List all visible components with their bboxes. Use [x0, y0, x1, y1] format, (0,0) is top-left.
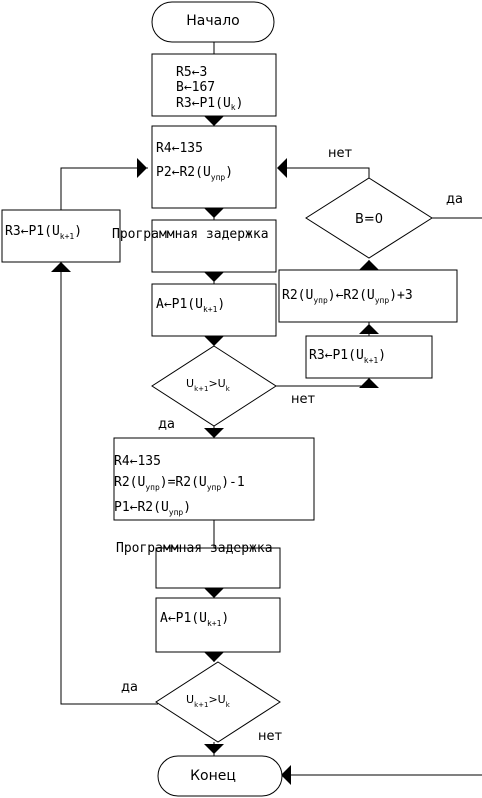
decrement-line-2: R2(Uупр)=R2(Uупр)-1: [114, 475, 245, 492]
compare-label-1: Uk+1>Uk: [186, 377, 231, 393]
arrowhead-down: [204, 652, 224, 662]
start-label: Начало: [186, 13, 239, 29]
decrement-block: [113, 437, 315, 521]
left-r3-block: [1, 209, 121, 263]
loop-connector: [60, 262, 158, 705]
delay-block-2: [155, 547, 281, 589]
b-zero-decision: [305, 177, 433, 259]
set-p2-line-1: R4←135: [156, 141, 203, 156]
b-zero-no: нет: [328, 146, 352, 161]
read-a-label-2: A←P1(Uk+1): [160, 611, 229, 628]
right-r3-label: R3←P1(Uk+1): [309, 348, 386, 365]
compare-2-no: нет: [258, 729, 282, 744]
right-r3-block: [305, 335, 433, 379]
arrowhead-right: [137, 158, 147, 178]
decrement-line-1: R4←135: [114, 454, 161, 469]
compare-1-yes: да: [158, 417, 175, 432]
arrowhead-left: [277, 158, 287, 178]
init-line-3: R3←P1(Uk): [176, 96, 243, 112]
inc-r2-block: [278, 269, 458, 323]
set-p2-line-2: P2←R2(Uупр): [156, 165, 233, 182]
arrowhead-down: [204, 116, 224, 126]
start-terminator: [151, 1, 275, 43]
arrowhead-up: [51, 262, 71, 272]
end-label: Конец: [190, 768, 236, 784]
compare-decision-1: [151, 345, 277, 427]
arrowhead-down: [204, 336, 224, 346]
loop-connector: [60, 167, 148, 210]
compare-2-yes: да: [121, 680, 138, 695]
left-r3-label: R3←P1(Uk+1): [5, 224, 82, 241]
b-zero-label: B=0: [355, 212, 383, 227]
end-terminator: [157, 755, 283, 797]
arrowhead-up: [359, 324, 379, 334]
arrowhead-down: [204, 744, 224, 754]
init-block: [151, 53, 277, 117]
read-a-block-2: [155, 597, 281, 653]
delay-block-1: [151, 219, 277, 273]
init-line-1: R5←3: [176, 65, 207, 80]
arrowhead-down: [204, 208, 224, 218]
arrowhead-left: [281, 765, 291, 785]
read-a-block-1: [151, 283, 277, 337]
init-line-2: B←167: [176, 80, 215, 95]
branch-connector: [286, 167, 370, 178]
arrowhead-down: [204, 588, 224, 598]
inc-r2-label: R2(Uупр)←R2(Uупр)+3: [282, 288, 413, 305]
compare-label-2: Uk+1>Uk: [186, 693, 231, 709]
arrowhead-up: [359, 260, 379, 270]
set-p2-block: [151, 125, 277, 209]
b-zero-yes: да: [446, 192, 463, 207]
branch-connector: [276, 378, 370, 387]
compare-1-no: нет: [291, 392, 315, 407]
arrowhead-down: [204, 428, 224, 438]
arrowhead-down: [204, 272, 224, 282]
arrowhead-up: [359, 378, 379, 388]
compare-decision-2: [155, 661, 281, 743]
read-a-label-1: A←P1(Uk+1): [156, 297, 225, 314]
arrowheads: [51, 116, 379, 785]
delay-label-1: Программная задержка: [112, 227, 269, 242]
decrement-line-3: P1←R2(Uупр): [114, 500, 191, 517]
delay-label-2: Программная задержка: [116, 541, 273, 556]
